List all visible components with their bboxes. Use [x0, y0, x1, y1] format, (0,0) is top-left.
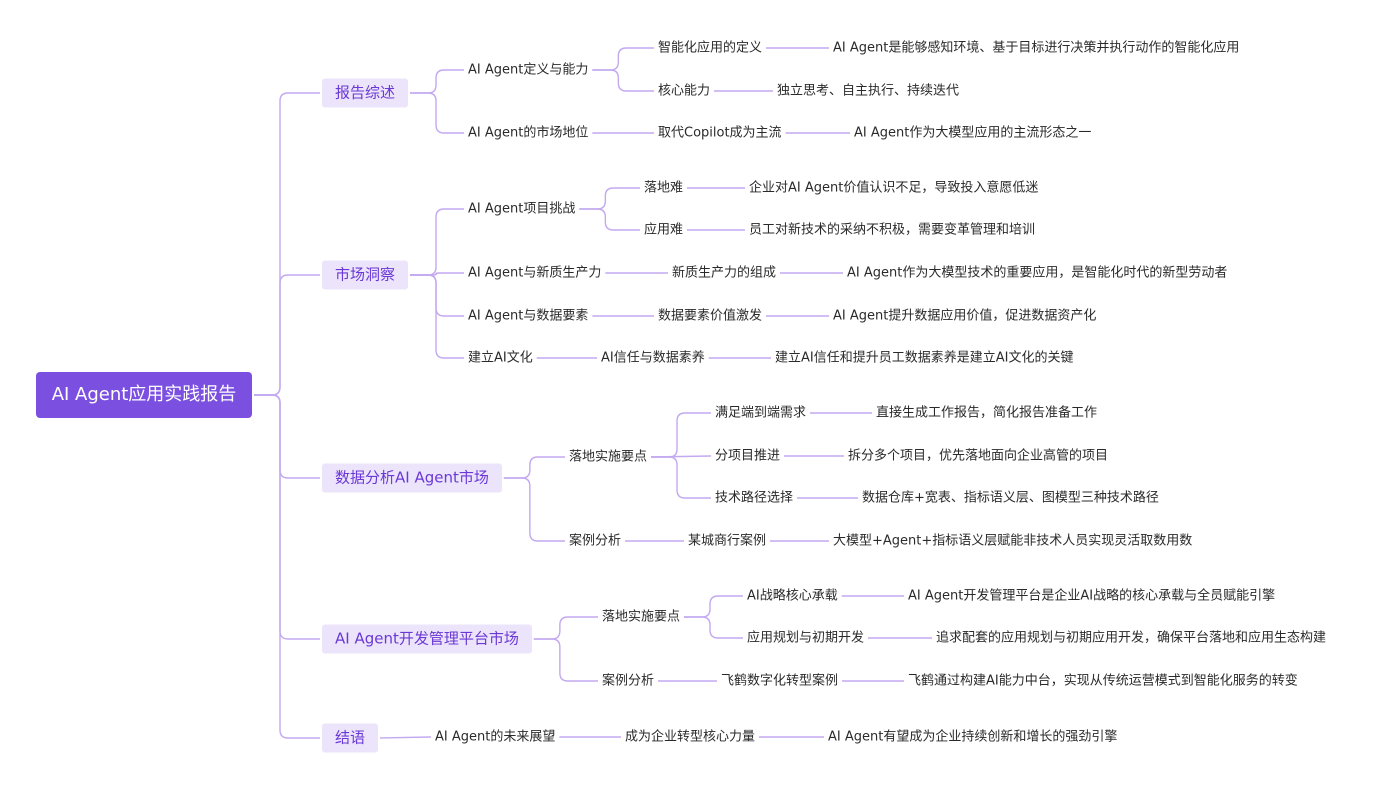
- detail-node: 员工对新技术的采纳不积极，需要变革管理和培训: [747, 222, 1038, 238]
- detail-node: 直接生成工作报告，简化报告准备工作: [874, 405, 1100, 421]
- subtopic-node[interactable]: 成为企业转型核心力量: [623, 729, 758, 745]
- connector-line: [410, 208, 464, 276]
- branch-node[interactable]: 结语: [322, 723, 379, 753]
- connector-line: [503, 477, 565, 542]
- subtopic-node[interactable]: 分项目推进: [713, 448, 783, 464]
- branch-node[interactable]: 数据分析AI Agent市场: [322, 463, 502, 493]
- detail-node: AI Agent开发管理平台是企业AI战略的核心承载与全员赋能引擎: [906, 588, 1278, 604]
- topic-node[interactable]: AI Agent的市场地位: [466, 125, 591, 141]
- connector-line: [254, 394, 320, 640]
- detail-node: 飞鹤通过构建AI能力中台，实现从传统运营模式到智能化服务的转变: [906, 673, 1300, 689]
- detail-node: 追求配套的应用规划与初期应用开发，确保平台落地和应用生态构建: [934, 630, 1329, 646]
- connector-line: [533, 638, 598, 682]
- subtopic-node[interactable]: 应用难: [642, 222, 686, 238]
- detail-node: AI Agent有望成为企业持续创新和增长的强劲引擎: [826, 729, 1120, 745]
- mindmap-root[interactable]: AI Agent应用实践报告: [36, 372, 252, 418]
- branch-node[interactable]: AI Agent开发管理平台市场: [322, 624, 532, 654]
- subtopic-node[interactable]: 技术路径选择: [713, 490, 796, 506]
- connector-line: [579, 187, 640, 210]
- connector-line: [254, 394, 320, 479]
- topic-node[interactable]: AI Agent定义与能力: [466, 62, 591, 78]
- subtopic-node[interactable]: 某城商行案例: [686, 533, 769, 549]
- topic-node[interactable]: 落地实施要点: [600, 609, 683, 625]
- subtopic-node[interactable]: 数据要素价值激发: [656, 308, 765, 324]
- subtopic-node[interactable]: 满足端到端需求: [713, 405, 809, 421]
- connector-line: [254, 92, 320, 396]
- topic-node[interactable]: 案例分析: [600, 673, 657, 689]
- connector-line: [651, 456, 711, 499]
- subtopic-node[interactable]: 应用规划与初期开发: [745, 630, 867, 646]
- subtopic-node[interactable]: 飞鹤数字化转型案例: [719, 673, 841, 689]
- topic-node[interactable]: AI Agent项目挑战: [466, 201, 578, 217]
- topic-node[interactable]: AI Agent与数据要素: [466, 308, 591, 324]
- detail-node: 大模型+Agent+指标语义层赋能非技术人员实现灵活取数用数: [831, 533, 1195, 549]
- detail-node: 数据仓库+宽表、指标语义层、图模型三种技术路径: [860, 490, 1161, 506]
- connector-line: [503, 456, 565, 479]
- detail-node: AI Agent作为大模型技术的重要应用，是智能化时代的新型劳动者: [845, 265, 1230, 281]
- topic-node[interactable]: AI Agent与新质生产力: [466, 265, 604, 281]
- subtopic-node[interactable]: 落地难: [642, 180, 686, 196]
- detail-node: 企业对AI Agent价值认识不足，导致投入意愿低迷: [747, 180, 1041, 196]
- connector-line: [410, 69, 464, 94]
- connector-line: [592, 47, 654, 71]
- topic-node[interactable]: AI Agent的未来展望: [433, 729, 558, 745]
- connector-line: [254, 274, 320, 396]
- subtopic-node[interactable]: 新质生产力的组成: [670, 265, 779, 281]
- connector-line: [410, 272, 464, 276]
- connector-line: [579, 208, 640, 231]
- subtopic-node[interactable]: 核心能力: [656, 83, 713, 99]
- topic-node[interactable]: 落地实施要点: [567, 449, 650, 465]
- subtopic-node[interactable]: AI战略核心承载: [745, 588, 840, 604]
- connector-line: [254, 394, 320, 739]
- branch-node[interactable]: 市场洞察: [322, 260, 409, 290]
- connector-line: [410, 92, 464, 134]
- connector-line: [380, 736, 432, 739]
- detail-node: AI Agent提升数据应用价值，促进数据资产化: [831, 308, 1099, 324]
- subtopic-node[interactable]: AI信任与数据素养: [599, 350, 707, 366]
- connector-line: [592, 69, 654, 92]
- connector-line: [684, 616, 743, 639]
- topic-node[interactable]: 案例分析: [567, 533, 624, 549]
- connector-line: [410, 274, 464, 317]
- branch-node[interactable]: 报告综述: [322, 78, 409, 108]
- connector-line: [651, 412, 711, 458]
- subtopic-node[interactable]: 智能化应用的定义: [656, 40, 765, 56]
- detail-node: 建立AI信任和提升员工数据素养是建立AI文化的关键: [773, 350, 1076, 366]
- detail-node: 独立思考、自主执行、持续迭代: [775, 83, 962, 99]
- connector-line: [684, 595, 743, 618]
- detail-node: AI Agent是能够感知环境、基于目标进行决策并执行动作的智能化应用: [831, 40, 1242, 56]
- topic-node[interactable]: 建立AI文化: [466, 350, 535, 366]
- detail-node: AI Agent作为大模型应用的主流形态之一: [852, 125, 1094, 141]
- detail-node: 拆分多个项目，优先落地面向企业高管的项目: [846, 448, 1111, 464]
- subtopic-node[interactable]: 取代Copilot成为主流: [656, 125, 784, 141]
- connector-line: [410, 274, 464, 359]
- connector-line: [533, 616, 598, 640]
